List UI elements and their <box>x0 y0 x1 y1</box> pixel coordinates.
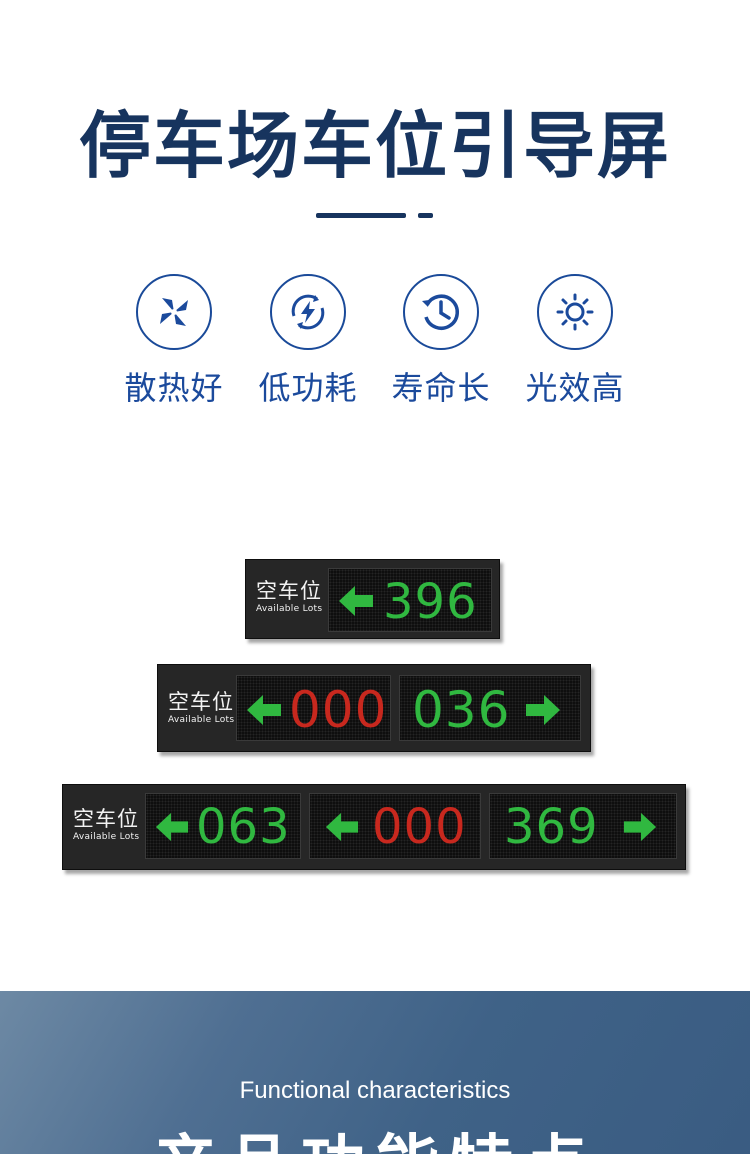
led-screen-small: 空车位 Available Lots 396 <box>245 559 500 639</box>
clock-icon <box>403 274 479 350</box>
arrow-left-icon <box>325 812 359 842</box>
led-count: 000 <box>372 799 467 855</box>
feature-label: 低功耗 <box>258 369 358 407</box>
arrow-left-icon <box>339 586 373 616</box>
screen-label-en: Available Lots <box>256 604 323 614</box>
led-panel: 000 <box>309 793 481 859</box>
led-count: 396 <box>383 574 478 630</box>
title-underline <box>0 213 750 219</box>
arrow-right-icon <box>623 812 657 842</box>
feature-list: 散热好 低功耗 寿命长 <box>0 274 750 414</box>
led-count: 036 <box>412 681 511 739</box>
sun-icon <box>537 274 613 350</box>
arrow-left-icon <box>155 812 189 842</box>
lightning-cycle-icon <box>270 274 346 350</box>
screen-label-cn: 空车位 <box>73 807 139 831</box>
arrow-right-icon <box>526 695 560 725</box>
feature-long-life: 寿命长 <box>374 274 508 408</box>
led-screen-medium: 空车位 Available Lots 000 036 <box>157 664 591 752</box>
section-banner: Functional characteristics 产品功能特点 <box>0 991 750 1154</box>
feature-label: 寿命长 <box>391 369 491 407</box>
section-subtitle: Functional characteristics <box>239 1077 511 1104</box>
fan-icon <box>136 274 212 350</box>
feature-label: 散热好 <box>124 369 224 407</box>
screen-label: 空车位 Available Lots <box>256 579 322 615</box>
feature-label: 光效高 <box>525 369 625 407</box>
feature-heat-dissipation: 散热好 <box>107 274 241 408</box>
screen-label-cn: 空车位 <box>168 690 234 714</box>
led-count: 063 <box>196 799 291 855</box>
led-panel: 063 <box>145 793 301 859</box>
arrow-left-icon <box>247 695 281 725</box>
screen-label: 空车位 Available Lots <box>168 690 234 726</box>
led-panel: 369 <box>489 793 677 859</box>
led-panel: 396 <box>328 568 492 632</box>
section-title: 产品功能特点 <box>0 1131 750 1154</box>
led-panel: 000 <box>236 675 391 741</box>
page-title: 停车场车位引导屏 <box>78 104 671 188</box>
led-panel: 036 <box>399 675 581 741</box>
screen-label-en: Available Lots <box>73 832 140 842</box>
led-screen-large: 空车位 Available Lots 063 000 369 <box>62 784 686 870</box>
screen-label: 空车位 Available Lots <box>73 807 139 843</box>
led-count: 369 <box>504 799 599 855</box>
underline-short <box>418 213 433 218</box>
led-count: 000 <box>289 681 388 739</box>
screen-label-en: Available Lots <box>168 715 235 725</box>
screen-label-cn: 空车位 <box>256 579 322 603</box>
feature-low-power: 低功耗 <box>241 274 375 408</box>
underline-long <box>316 213 406 218</box>
feature-high-efficiency: 光效高 <box>508 274 642 408</box>
